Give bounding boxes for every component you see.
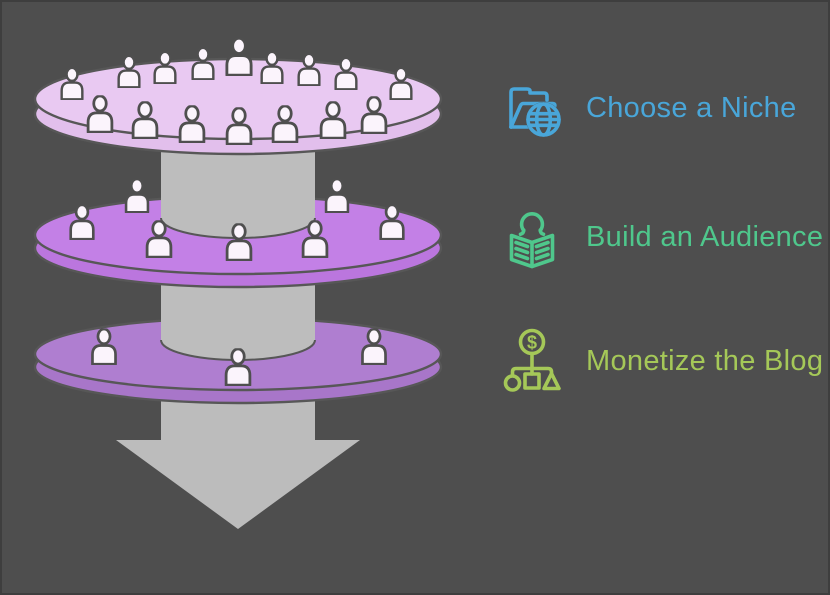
- person-icon: [297, 53, 321, 86]
- funnel-cylinder: [161, 142, 315, 238]
- step-monetize-the-blog: $ Monetize the Blog: [499, 326, 823, 396]
- person-icon: [124, 178, 150, 213]
- step-choose-a-niche: Choose a Niche: [499, 75, 797, 141]
- person-icon: [334, 57, 358, 90]
- middle-tier-disc: [33, 194, 443, 289]
- funnel-cylinder: [161, 265, 315, 360]
- folder-globe-icon: [509, 87, 561, 137]
- person-icon: [260, 51, 284, 84]
- person-icon: [153, 51, 177, 84]
- funnel-diagram: [33, 37, 443, 529]
- step-label-monetize-the-blog: Monetize the Blog: [586, 344, 824, 377]
- down-arrow: [116, 390, 360, 529]
- step-build-an-audience: Build an Audience: [499, 204, 823, 270]
- person-icon: [117, 55, 141, 88]
- step-label-choose-a-niche: Choose a Niche: [586, 91, 797, 124]
- step-label-build-an-audience: Build an Audience: [586, 220, 824, 253]
- person-icon: [60, 67, 84, 100]
- money-flowchart-icon: $: [503, 328, 561, 392]
- person-icon: [225, 37, 253, 76]
- svg-text:$: $: [527, 333, 537, 353]
- person-icon: [324, 178, 350, 213]
- reader-icon: [509, 212, 555, 269]
- person-icon: [191, 47, 215, 80]
